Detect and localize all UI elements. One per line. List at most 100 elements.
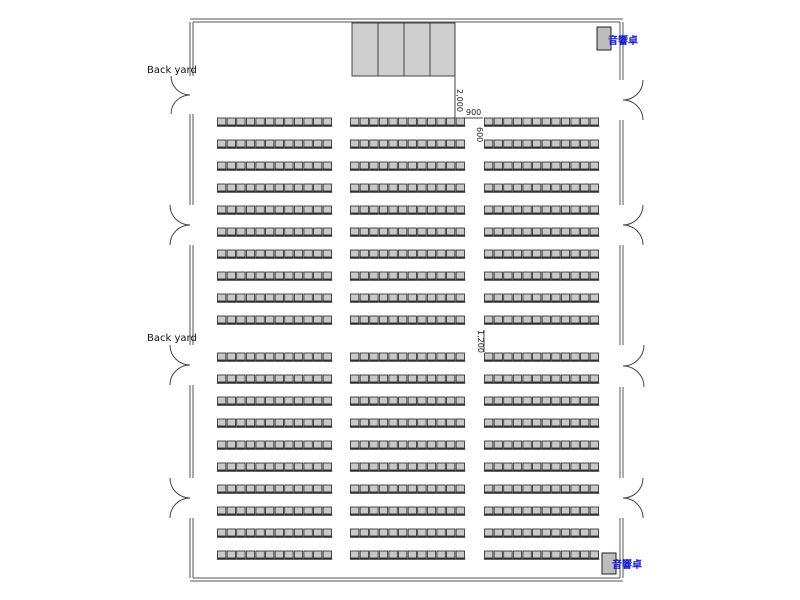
chair (407, 550, 417, 559)
chair (245, 462, 256, 471)
chair (446, 315, 456, 324)
seat-row (484, 117, 600, 127)
chair (293, 506, 304, 515)
chair (274, 117, 284, 126)
chair (359, 550, 369, 559)
chair (226, 271, 236, 280)
chair (284, 440, 294, 449)
seat-row (484, 374, 600, 384)
chair (522, 396, 532, 405)
chair (284, 271, 294, 280)
chair (522, 293, 532, 302)
door (169, 477, 191, 499)
chair (236, 550, 246, 559)
doors (169, 75, 645, 519)
chair (313, 374, 323, 383)
chair (455, 462, 465, 471)
back-yard-label-mid: Back yard (147, 333, 197, 344)
chair (522, 205, 532, 214)
chair (303, 139, 313, 148)
chair (217, 227, 227, 236)
chair (350, 205, 360, 214)
chair (303, 249, 313, 258)
chair (512, 117, 523, 126)
chair (388, 271, 398, 280)
chair (580, 271, 590, 280)
chair (245, 271, 256, 280)
chair (512, 161, 523, 170)
chair (417, 161, 427, 170)
chair (303, 293, 313, 302)
seat-row (484, 396, 600, 406)
chair (274, 161, 284, 170)
chair (265, 352, 275, 361)
dimension-row-pitch: 600 (475, 127, 484, 142)
chair (551, 374, 561, 383)
chair (236, 183, 246, 192)
chair (388, 528, 398, 537)
chair (522, 484, 532, 493)
chair (322, 396, 332, 405)
chair (541, 550, 551, 559)
chair (245, 374, 256, 383)
chair (378, 462, 389, 471)
chair (378, 352, 389, 361)
chair (369, 484, 379, 493)
chair (522, 352, 532, 361)
chair (378, 418, 389, 427)
chair (522, 249, 532, 258)
chair (436, 249, 446, 258)
chair (512, 183, 523, 192)
chair (512, 506, 523, 515)
chair (217, 315, 227, 324)
chair (274, 271, 284, 280)
chair (226, 161, 236, 170)
chair (580, 396, 590, 405)
chair (226, 227, 236, 236)
chair (493, 528, 503, 537)
chair (284, 249, 294, 258)
chair (359, 139, 369, 148)
seat-row (484, 440, 600, 450)
chair (484, 374, 494, 383)
chair (560, 484, 571, 493)
seat-row (217, 183, 333, 193)
chair (551, 396, 561, 405)
seat-row (217, 161, 333, 171)
chair (378, 249, 389, 258)
chair (512, 374, 523, 383)
chair (369, 352, 379, 361)
chair (313, 161, 323, 170)
chair (570, 462, 580, 471)
chair (265, 528, 275, 537)
chair (455, 271, 465, 280)
chair (378, 396, 389, 405)
chair (226, 396, 236, 405)
chair (274, 249, 284, 258)
chair (274, 550, 284, 559)
chair (493, 161, 503, 170)
chair (388, 183, 398, 192)
chair (255, 271, 265, 280)
chair (407, 139, 417, 148)
chair (512, 396, 523, 405)
chair (580, 352, 590, 361)
chair (303, 550, 313, 559)
chair (417, 183, 427, 192)
chair (217, 205, 227, 214)
dimension-lines (454, 76, 485, 352)
chair (265, 506, 275, 515)
chair (589, 484, 599, 493)
chair (560, 183, 571, 192)
seat-row (217, 484, 333, 494)
door (169, 364, 191, 386)
seat-row (217, 506, 333, 516)
chair (359, 161, 369, 170)
chair (532, 352, 542, 361)
seat-row (217, 249, 333, 259)
chair (388, 550, 398, 559)
chair (512, 271, 523, 280)
chair (313, 462, 323, 471)
chair (303, 506, 313, 515)
chair (551, 227, 561, 236)
